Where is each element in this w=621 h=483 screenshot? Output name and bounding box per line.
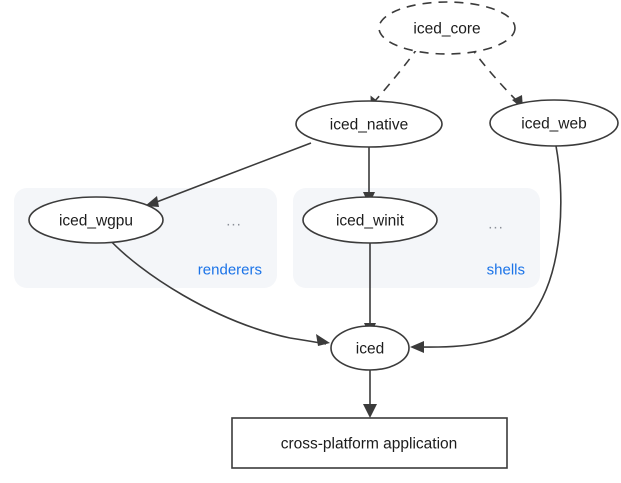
node-iced[interactable]: iced	[330, 325, 410, 371]
node-iced-core[interactable]: iced_core	[378, 1, 516, 55]
node-application-shape[interactable]	[231, 417, 508, 469]
node-iced-web[interactable]: iced_web	[489, 99, 619, 147]
node-cross-platform-application[interactable]: cross-platform application	[231, 417, 508, 469]
node-iced-web-label: iced_web	[521, 116, 587, 133]
node-iced-core-label: iced_core	[413, 21, 480, 38]
edge-iced-to-application	[363, 370, 377, 418]
node-iced-shape[interactable]	[330, 325, 410, 371]
edge-iced-core-to-iced-web	[469, 45, 523, 109]
node-iced-web-shape[interactable]	[489, 99, 619, 147]
node-iced-label: iced	[356, 341, 384, 358]
cluster-shells-label: shells	[487, 262, 525, 279]
cluster-renderers-ellipsis: ...	[226, 213, 242, 230]
node-application-label: cross-platform application	[281, 436, 458, 453]
cluster-renderers-label: renderers	[198, 262, 262, 279]
node-iced-native[interactable]: iced_native	[295, 100, 443, 148]
node-iced-winit-label: iced_winit	[336, 213, 405, 230]
node-iced-wgpu[interactable]: iced_wgpu	[28, 196, 164, 244]
arrowhead-icon	[410, 341, 424, 353]
node-iced-core-shape[interactable]	[378, 1, 516, 55]
arrowhead-icon	[145, 196, 159, 207]
cluster-shells-ellipsis: ...	[488, 216, 504, 233]
node-iced-native-label: iced_native	[330, 117, 408, 134]
edge-iced-native-to-iced-wgpu	[145, 142, 312, 207]
edge-iced-web-to-iced	[410, 145, 562, 353]
node-iced-winit[interactable]: iced_winit	[302, 196, 438, 244]
node-iced-winit-shape[interactable]	[302, 196, 438, 244]
node-iced-wgpu-shape[interactable]	[28, 196, 164, 244]
node-iced-native-shape[interactable]	[295, 100, 443, 148]
arrowhead-icon	[363, 404, 377, 418]
node-iced-wgpu-label: iced_wgpu	[59, 213, 133, 230]
edge-iced-wgpu-to-iced	[107, 237, 330, 346]
